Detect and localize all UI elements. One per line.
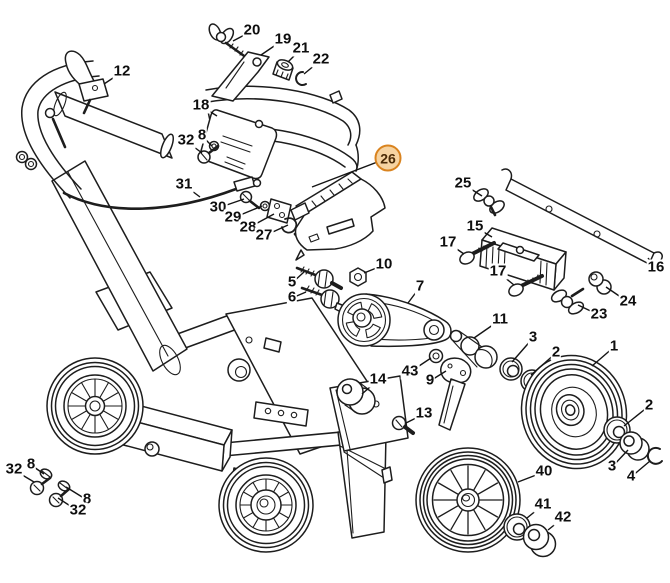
part-label-10[interactable]: 10 — [374, 255, 394, 273]
part-label-9[interactable]: 9 — [424, 371, 436, 389]
part-label-32[interactable]: 32 — [68, 501, 88, 519]
part-label-1[interactable]: 1 — [608, 337, 620, 355]
rear-wheel-drawing — [218, 457, 314, 553]
part-label-28[interactable]: 28 — [238, 218, 258, 236]
part-label-25[interactable]: 25 — [453, 174, 473, 192]
part-label-31[interactable]: 31 — [174, 175, 194, 193]
part-label-16[interactable]: 16 — [646, 258, 666, 276]
part-label-27[interactable]: 27 — [254, 226, 274, 244]
guard-26-drawing — [290, 171, 386, 261]
part-label-23[interactable]: 23 — [589, 305, 609, 323]
part-label-24[interactable]: 24 — [618, 292, 638, 310]
part-label-19[interactable]: 19 — [273, 30, 293, 48]
part-label-40[interactable]: 40 — [534, 462, 554, 480]
part-label-41[interactable]: 41 — [533, 495, 553, 513]
part-label-32[interactable]: 32 — [176, 131, 196, 149]
part-label-22[interactable]: 22 — [311, 50, 331, 68]
part-label-2[interactable]: 2 — [643, 396, 655, 414]
part-label-17[interactable]: 17 — [488, 262, 508, 280]
part-label-6[interactable]: 6 — [286, 288, 298, 306]
part-label-30[interactable]: 30 — [208, 198, 228, 216]
fasteners-32-8-drawing — [29, 468, 71, 508]
rings-2-3-4-drawing — [603, 416, 663, 465]
handlebar-drawing — [15, 50, 188, 376]
part-label-20[interactable]: 20 — [242, 21, 262, 39]
wheel-40-drawing — [415, 447, 521, 553]
part-label-15[interactable]: 15 — [465, 217, 485, 235]
part-label-3[interactable]: 3 — [606, 457, 618, 475]
part-label-43[interactable]: 43 — [400, 362, 420, 380]
part-label-3[interactable]: 3 — [527, 328, 539, 346]
part-label-7[interactable]: 7 — [414, 277, 426, 295]
bracket-19-22-drawing — [208, 23, 307, 102]
selected-part-badge-26[interactable]: 26 — [374, 144, 402, 172]
belt-7-drawing — [337, 293, 452, 348]
part-label-13[interactable]: 13 — [414, 404, 434, 422]
front-wheel-drawing — [46, 357, 144, 455]
part-label-29[interactable]: 29 — [223, 208, 243, 226]
part-label-5[interactable]: 5 — [286, 273, 298, 291]
part-label-42[interactable]: 42 — [553, 508, 573, 526]
part-label-8[interactable]: 8 — [196, 126, 208, 144]
bail-18-drawing — [197, 85, 361, 180]
part-label-14[interactable]: 14 — [368, 370, 388, 388]
part-label-17[interactable]: 17 — [438, 233, 458, 251]
part-label-11[interactable]: 11 — [491, 310, 509, 328]
part-label-18[interactable]: 18 — [191, 96, 211, 114]
part-label-8[interactable]: 8 — [81, 490, 93, 508]
part-label-2[interactable]: 2 — [550, 343, 562, 361]
part-label-8[interactable]: 8 — [25, 455, 37, 473]
part-label-32[interactable]: 32 — [4, 460, 24, 478]
wheel-1-drawing — [520, 354, 628, 470]
rings-41-42-drawing — [503, 513, 557, 558]
part-label-21[interactable]: 21 — [291, 39, 311, 57]
part-label-12[interactable]: 12 — [112, 62, 132, 80]
part-label-4[interactable]: 4 — [625, 467, 637, 485]
